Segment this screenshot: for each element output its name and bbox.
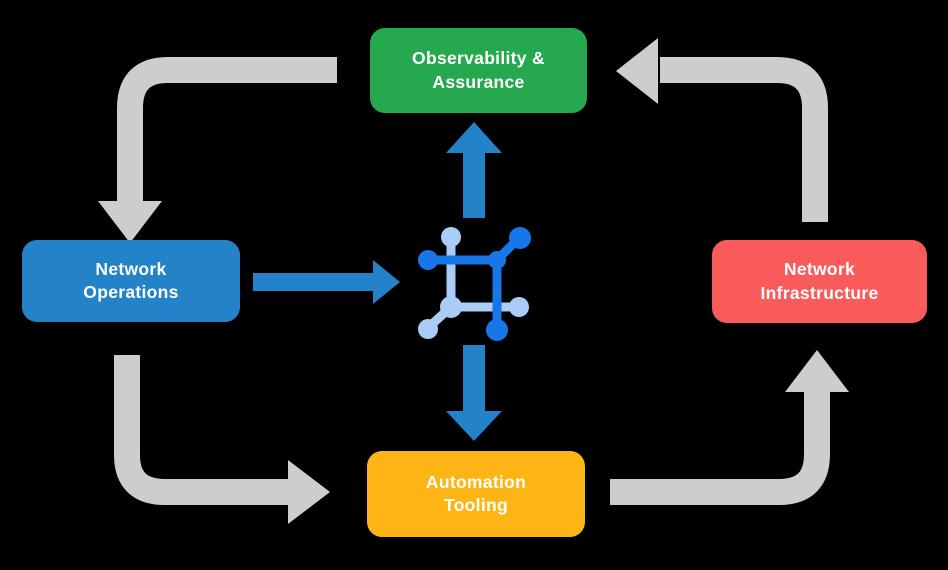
mesh-node-bottom-left xyxy=(418,319,438,339)
mesh-node-left xyxy=(418,250,438,270)
node-automation-tooling: Automation Tooling xyxy=(367,451,585,537)
gray-cycle-arrowheads xyxy=(98,38,849,524)
arrowhead-up-icon xyxy=(785,350,849,392)
arrow-shaft xyxy=(253,273,373,291)
arrowhead-right-icon xyxy=(373,260,400,304)
arrowhead-up-icon xyxy=(446,122,502,153)
mesh-node-top xyxy=(441,227,461,247)
arrow-operations-to-center xyxy=(253,260,400,304)
network-mesh-icon-dark xyxy=(418,227,531,341)
node-network-operations: Network Operations xyxy=(22,240,240,322)
node-label: Network Operations xyxy=(83,258,179,302)
node-network-infrastructure: Network Infrastructure xyxy=(712,240,927,323)
arrow-operations-to-automation-shaft xyxy=(114,355,290,505)
node-observability-assurance: Observability & Assurance xyxy=(370,28,587,113)
arrow-shaft xyxy=(463,152,485,218)
node-label: Observability & Assurance xyxy=(412,48,545,92)
node-label: Automation Tooling xyxy=(425,471,527,515)
network-mesh-icon xyxy=(418,227,529,339)
arrow-shaft xyxy=(463,345,485,412)
mesh-corner-bottom-left xyxy=(440,296,462,318)
arrowhead-right-icon xyxy=(288,460,330,524)
arrow-observability-to-operations-shaft xyxy=(117,57,337,203)
arrow-center-to-automation xyxy=(446,345,502,441)
node-label: Network Infrastructure xyxy=(760,259,879,303)
arrow-infrastructure-to-observability-shaft xyxy=(660,57,828,222)
arrowhead-down-icon xyxy=(446,411,502,441)
mesh-node-right xyxy=(509,297,529,317)
arrowhead-down-icon xyxy=(98,201,162,243)
arrow-automation-to-infrastructure-shaft xyxy=(610,390,830,505)
mesh-node-bottom xyxy=(486,319,508,341)
blue-center-arrows xyxy=(253,122,502,441)
mesh-node-top-right xyxy=(509,227,531,249)
mesh-corner-top-right xyxy=(488,251,506,269)
arrowhead-left-icon xyxy=(616,38,658,104)
arrow-center-to-observability xyxy=(446,122,502,218)
gray-cycle-arrows xyxy=(114,57,830,505)
